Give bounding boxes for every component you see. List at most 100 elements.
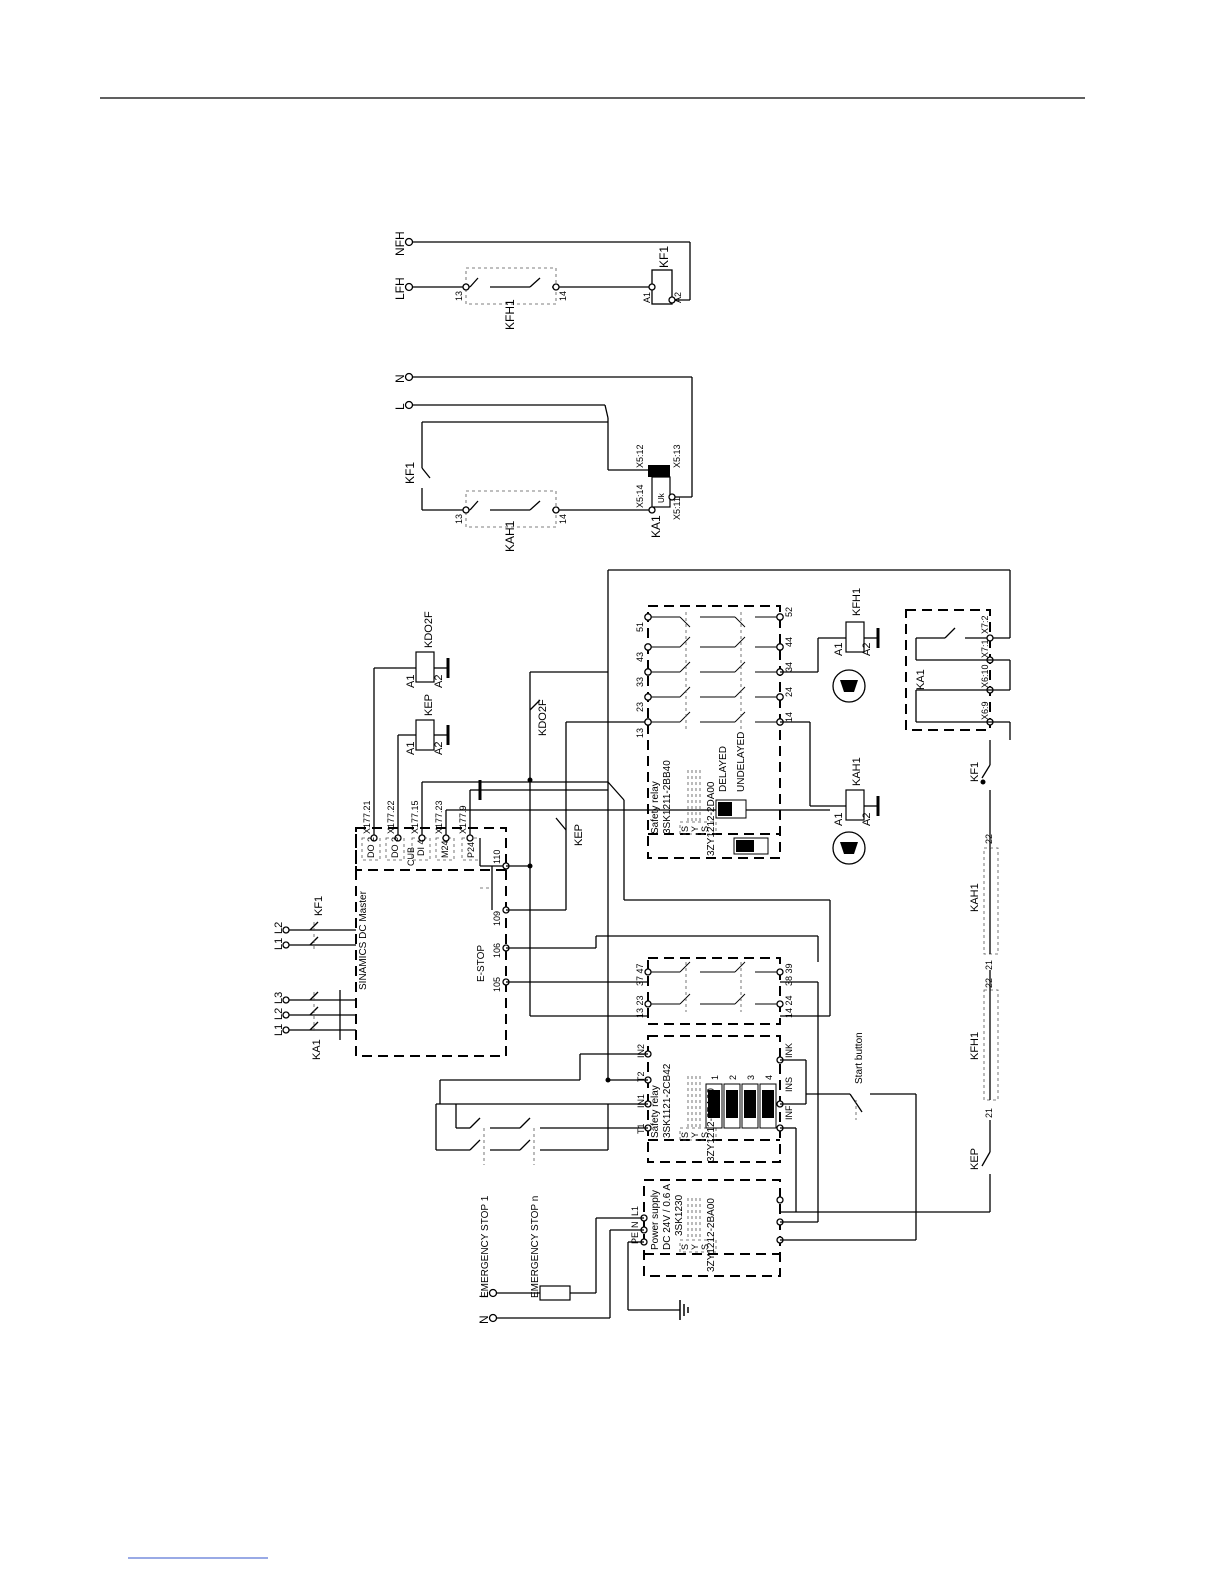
label-start-button: Start button — [854, 1032, 865, 1084]
ps-s1: S — [680, 1244, 690, 1250]
label-uk: Uk — [657, 492, 666, 503]
term-13-top: 13 — [454, 291, 464, 301]
sr2-switch-4: 4 — [764, 1075, 774, 1080]
sr2-s2: S — [700, 1132, 710, 1138]
label-sinamics: SINAMICS DC Master — [358, 890, 369, 990]
sr1-s2: S — [700, 826, 710, 832]
term-a2-top: A2 — [673, 292, 683, 303]
label-kdo2f-coil: KDO2F — [423, 611, 435, 648]
ps-part: 3SK1230 — [674, 1194, 685, 1236]
sr2-switch-2: 2 — [728, 1075, 738, 1080]
label-kf1-1ph: KF1 — [313, 896, 325, 916]
label-estop: E-STOP — [476, 945, 487, 982]
kah1-t21: 21 — [984, 960, 994, 970]
sr1-t13: 13 — [635, 728, 645, 738]
sr2-base: 3ZY1212-2BA00 — [706, 1088, 717, 1162]
label-kf1-top: KF1 — [657, 246, 671, 268]
term-x17715: X177.15 — [410, 800, 420, 834]
term-110: 110 — [492, 850, 502, 864]
term-x72: X7:2 — [980, 615, 990, 634]
label-kdo2f-contact: KDO2F — [537, 699, 549, 736]
label-kep-coil: KEP — [423, 694, 435, 716]
label-m24: M24 — [440, 840, 450, 858]
sr1-y: Y — [690, 826, 700, 832]
sr1-t52: 52 — [784, 607, 794, 617]
term-x513: X5:13 — [672, 444, 682, 468]
label-l1-1ph: L1 — [273, 938, 285, 950]
label-cub: CUB — [406, 847, 416, 866]
term-x17721: X177.21 — [362, 800, 372, 834]
label-p24: P24 — [466, 842, 476, 858]
circuit-kf1-coil: NFH LFH KFH1 KF1 13 14 A1 A2 — [393, 231, 691, 330]
kah1-t22: 22 — [984, 834, 994, 844]
ps-title: Power supply — [650, 1190, 661, 1250]
kfh1-a1: A1 — [833, 643, 845, 656]
term-c3839: 38 39 — [784, 963, 794, 986]
term-x514: X5:14 — [635, 484, 645, 508]
ps-pe: PE — [630, 1232, 640, 1244]
sr2-in2: IN2 — [636, 1044, 646, 1058]
main-schematic: A1 A2 KDO2F A1 A2 KEP X177.21 X177 — [273, 569, 1011, 1324]
sr2-s1: S — [680, 1132, 690, 1138]
label-l-supply: L — [477, 1291, 491, 1298]
term-x17723: X177.23 — [434, 800, 444, 834]
term-14-mid: 14 — [558, 514, 568, 524]
sr1-base: 3ZY1212-2DA00 — [706, 781, 717, 856]
term-c3747: 37 47 — [635, 963, 645, 986]
kdo2f-a2: A2 — [433, 675, 445, 688]
sr1-t34: 34 — [784, 662, 794, 672]
term-x71: X7:1 — [980, 639, 990, 658]
sr1-t24: 24 — [784, 687, 794, 697]
sr1-title: Safety relay — [650, 781, 661, 834]
term-x511: X5:11 — [672, 497, 682, 520]
label-kep-contact: KEP — [573, 824, 585, 846]
label-kfh1-coil: KFH1 — [851, 588, 863, 616]
circuit-ka1-coil: N L KF1 KAH1 13 14 X5:12 X5:13 X5:14 X5:… — [393, 372, 693, 552]
label-kep-chain: KEP — [969, 1148, 981, 1170]
label-l2-1ph: L2 — [273, 922, 285, 934]
label-do3: DO 3 — [390, 837, 400, 858]
sr2-in1: IN1 — [636, 1094, 646, 1108]
sr1-undelayed: UNDELAYED — [736, 732, 747, 792]
term-14-top: 14 — [558, 291, 568, 301]
term-109: 109 — [492, 911, 502, 926]
label-n-mid: N — [393, 374, 407, 383]
label-ka1-block: KA1 — [915, 669, 927, 690]
sr1-t51: 51 — [635, 622, 645, 632]
label-kfh1-top: KFH1 — [503, 299, 517, 330]
kdo2f-a1: A1 — [405, 675, 417, 688]
ps-s2: S — [700, 1244, 710, 1250]
sr2-part: 3SK1121-2CB42 — [662, 1063, 673, 1138]
label-ka1-3ph: KA1 — [311, 1039, 323, 1060]
label-l1-3ph: L1 — [273, 1024, 285, 1036]
label-n-supply: N — [477, 1315, 491, 1324]
term-x69: X6:9 — [980, 701, 990, 720]
label-lfh: LFH — [393, 277, 407, 300]
term-105: 105 — [492, 977, 502, 992]
sr1-t43: 43 — [635, 652, 645, 662]
ps-rating: DC 24V / 0.6 A — [662, 1184, 673, 1250]
label-estop-1: EMERGENCY STOP 1 — [480, 1195, 491, 1298]
sr2-t2: T2 — [636, 1071, 646, 1082]
sr1-t23: 23 — [635, 702, 645, 712]
sr1-t33: 33 — [635, 677, 645, 687]
label-l3-3ph: L3 — [273, 992, 285, 1004]
ps-y: Y — [690, 1244, 700, 1250]
label-kah1-mid: KAH1 — [503, 520, 517, 552]
sr2-ink: INK — [784, 1043, 794, 1058]
sr1-part: 3SK1211-2BB40 — [662, 760, 673, 834]
sr1-s1: S — [680, 826, 690, 832]
label-nfh: NFH — [393, 231, 407, 256]
term-13-mid: 13 — [454, 514, 464, 524]
kep-a2: A2 — [433, 742, 445, 755]
sr2-switch-1: 1 — [710, 1075, 720, 1080]
sr1-delayed: DELAYED — [718, 746, 729, 792]
kfh1-t21: 21 — [984, 1108, 994, 1118]
sr2-y: Y — [690, 1132, 700, 1138]
label-kah1-chain: KAH1 — [969, 883, 981, 912]
label-kah1-coil: KAH1 — [851, 757, 863, 786]
term-x512: X5:12 — [635, 444, 645, 468]
kfh1-a2: A2 — [861, 643, 873, 656]
sr1-t44: 44 — [784, 637, 794, 647]
